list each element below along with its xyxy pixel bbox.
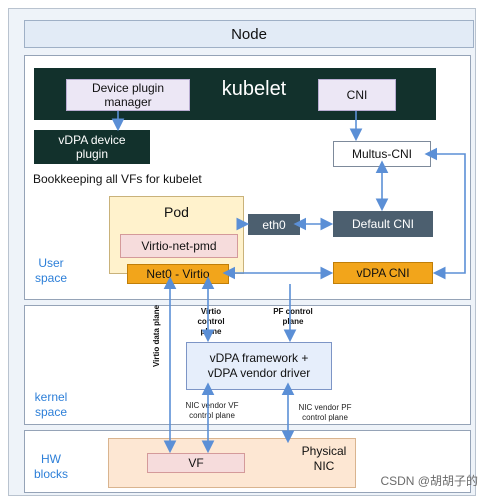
nic-vendor-pf-control-plane-label: NIC vendor PF control plane <box>298 403 352 422</box>
device-plugin-manager-box: Device plugin manager <box>66 79 190 111</box>
eth0-box: eth0 <box>248 214 300 235</box>
vdpa-cni-box: vDPA CNI <box>333 262 433 284</box>
pf-control-plane-label: PF control plane <box>273 307 313 326</box>
virtio-net-pmd-box: Virtio-net-pmd <box>120 234 238 258</box>
cni-box: CNI <box>318 79 396 111</box>
bookkeeping-note: Bookkeeping all VFs for kubelet <box>33 172 202 186</box>
hw-blocks-label: HW blocks <box>33 452 68 481</box>
vf-box: VF <box>147 453 245 473</box>
user-space-label: User space <box>34 256 68 285</box>
kubelet-label: kubelet <box>221 77 287 100</box>
vdpa-device-plugin-box: vDPA device plugin <box>34 130 150 164</box>
pod-label: Pod <box>164 204 189 220</box>
vdpa-framework-box: vDPA framework + vDPA vendor driver <box>186 342 332 390</box>
node-title: Node <box>24 20 474 48</box>
default-cni-box: Default CNI <box>333 211 433 237</box>
kernel-space-label: kernel space <box>34 390 68 419</box>
watermark: CSDN @胡胡子的 <box>380 474 478 488</box>
arrow-multus-vdpa-cni <box>424 147 466 280</box>
physical-nic-label: Physical NIC <box>301 444 347 473</box>
multus-cni-box: Multus-CNI <box>333 141 431 167</box>
